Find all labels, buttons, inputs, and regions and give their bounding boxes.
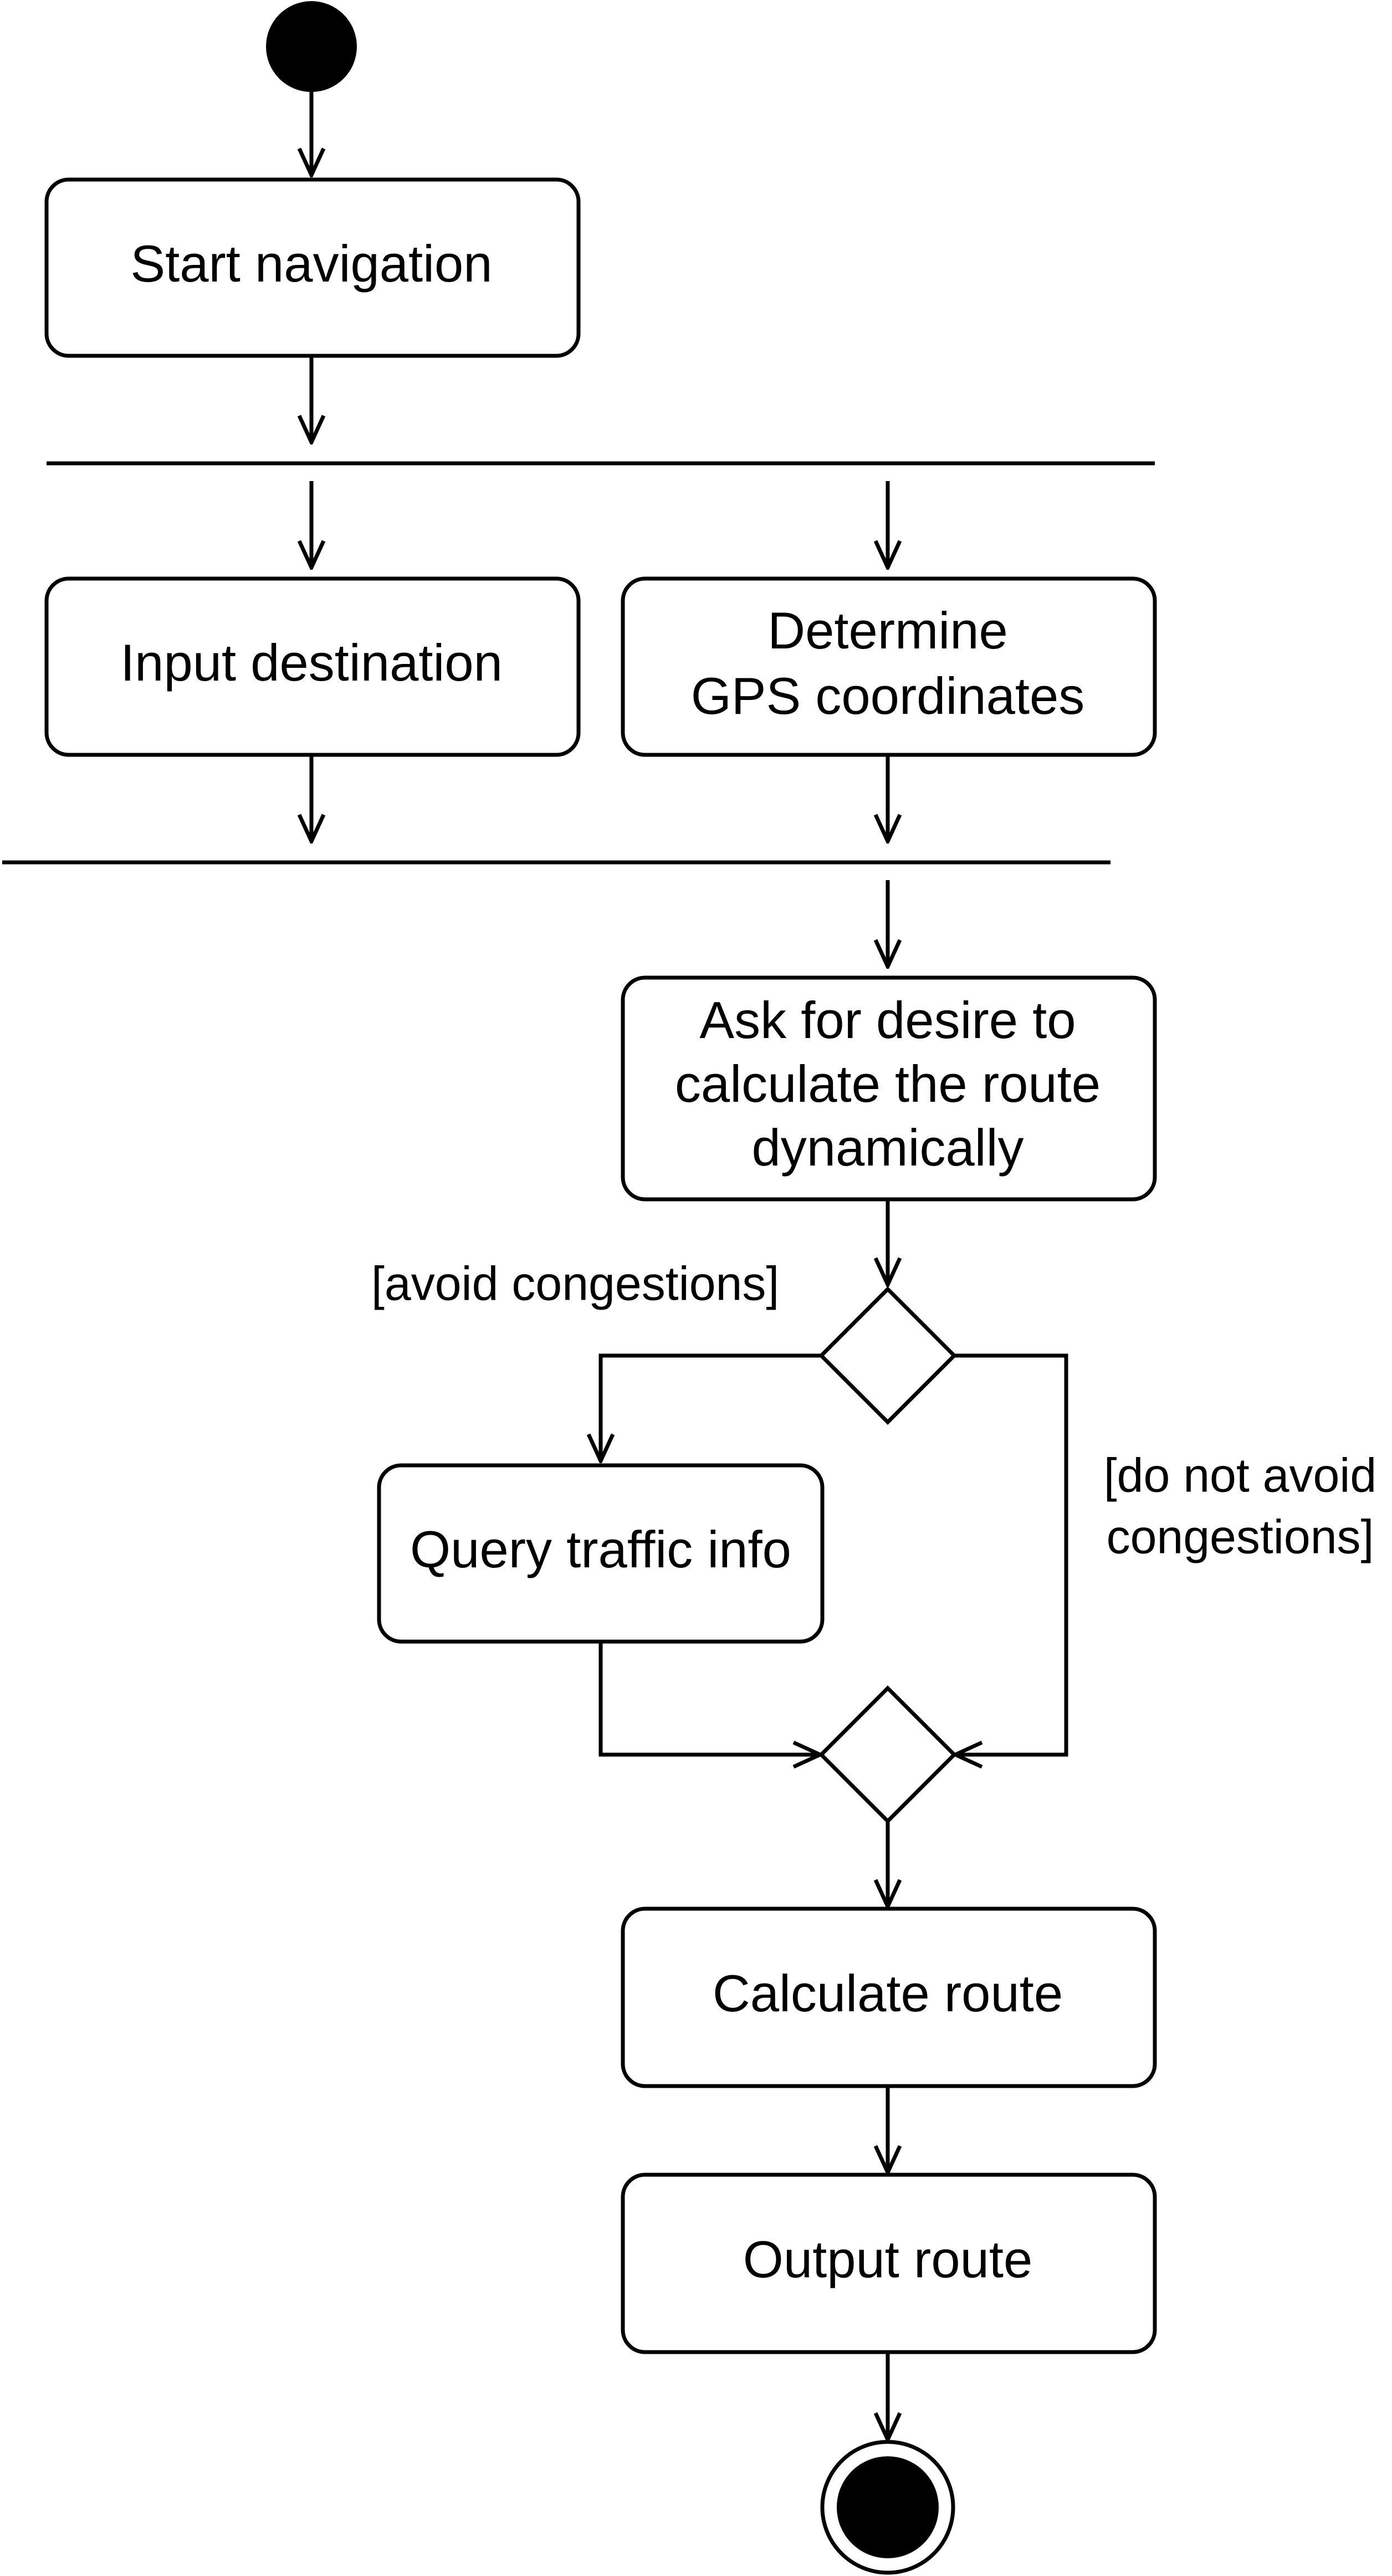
edge-decision-to-merge-right — [954, 1353, 1068, 1755]
initial-node — [266, 1, 357, 92]
action-start-navigation: Start navigation — [44, 177, 581, 358]
guard-do-not-avoid-line-1: [do not avoid — [1104, 1449, 1376, 1502]
action-query-traffic: Query traffic info — [377, 1463, 825, 1644]
ask-dynamic-line-1: Ask for desire to — [699, 991, 1076, 1049]
action-determine-gps: Determine GPS coordinates — [621, 576, 1157, 757]
action-input-destination: Input destination — [44, 576, 581, 757]
calculate-route-label: Calculate route — [713, 1964, 1063, 2022]
final-node — [820, 2440, 955, 2575]
query-traffic-label: Query traffic info — [410, 1520, 791, 1578]
start-navigation-label: Start navigation — [130, 234, 492, 293]
merge-node — [818, 1685, 957, 1824]
output-route-label: Output route — [743, 2230, 1033, 2288]
edge-decision-to-query — [601, 1353, 821, 1461]
action-output-route: Output route — [621, 2173, 1157, 2354]
input-destination-label: Input destination — [120, 633, 503, 692]
decision-node — [818, 1286, 957, 1425]
edge-query-to-merge — [598, 1642, 820, 1755]
guard-avoid-congestions: [avoid congestions] — [371, 1258, 779, 1311]
ask-dynamic-line-3: dynamically — [751, 1118, 1023, 1177]
determine-gps-line-2: GPS coordinates — [691, 667, 1085, 725]
ask-dynamic-line-2: calculate the route — [675, 1055, 1101, 1113]
determine-gps-line-1: Determine — [767, 601, 1008, 660]
guard-do-not-avoid-line-2: congestions] — [1107, 1511, 1374, 1564]
action-ask-dynamic: Ask for desire to calculate the route dy… — [621, 975, 1157, 1202]
action-calculate-route: Calculate route — [621, 1907, 1157, 2088]
